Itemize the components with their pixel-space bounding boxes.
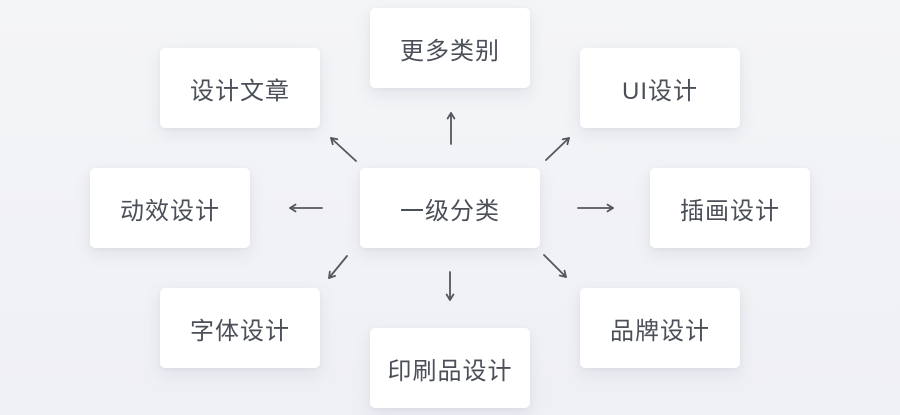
node-illustration-design-label: 插画设计 bbox=[680, 197, 780, 225]
node-more-categories-label: 更多类别 bbox=[400, 37, 500, 65]
node-brand-design-label: 品牌设计 bbox=[610, 317, 710, 345]
node-more-categories[interactable]: 更多类别 bbox=[370, 8, 530, 88]
arrow-up-left-icon bbox=[330, 137, 357, 162]
node-font-design[interactable]: 字体设计 bbox=[160, 288, 320, 368]
node-design-articles-label: 设计文章 bbox=[190, 77, 290, 105]
node-illustration-design[interactable]: 插画设计 bbox=[650, 168, 810, 248]
node-center-category-label: 一级分类 bbox=[400, 197, 500, 225]
node-font-design-label: 字体设计 bbox=[190, 317, 290, 345]
node-center-category[interactable]: 一级分类 bbox=[360, 168, 540, 248]
node-brand-design[interactable]: 品牌设计 bbox=[580, 288, 740, 368]
node-ui-design[interactable]: UI设计 bbox=[580, 48, 740, 128]
node-motion-design-label: 动效设计 bbox=[120, 197, 220, 225]
arrow-up-right-icon bbox=[545, 137, 570, 161]
node-motion-design[interactable]: 动效设计 bbox=[90, 168, 250, 248]
arrow-down-right-icon bbox=[543, 254, 567, 278]
node-print-design-label: 印刷品设计 bbox=[387, 357, 513, 385]
node-design-articles[interactable]: 设计文章 bbox=[160, 48, 320, 128]
arrow-down-left-icon bbox=[328, 255, 348, 279]
node-print-design[interactable]: 印刷品设计 bbox=[370, 328, 530, 408]
node-ui-design-label: UI设计 bbox=[622, 77, 698, 105]
